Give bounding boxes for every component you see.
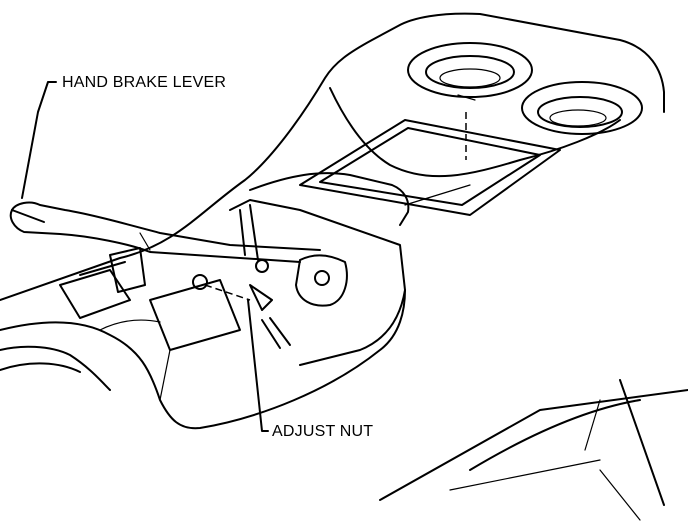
- hand-brake-lever-label: HAND BRAKE LEVER: [62, 74, 227, 91]
- console-base: [0, 247, 406, 430]
- leader-lines: [21, 81, 269, 432]
- adjust-nut-label: ADJUST NUT: [272, 423, 374, 440]
- cup-holders: [407, 42, 643, 135]
- hand-brake-lever: [9, 201, 321, 263]
- brake-lever-leader: [21, 81, 57, 199]
- storage-tray: [299, 112, 561, 216]
- floor-lines: [379, 379, 688, 521]
- adjust-nut-leader: [247, 299, 269, 432]
- console-outline: [0, 12, 665, 301]
- lever-bracket: [192, 199, 406, 366]
